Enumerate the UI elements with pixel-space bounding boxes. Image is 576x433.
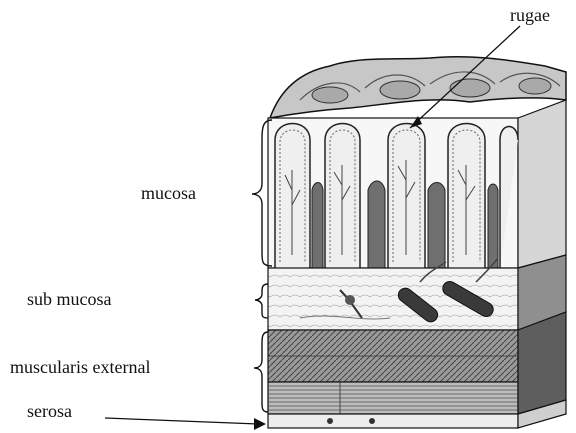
serosa-label: serosa bbox=[27, 402, 72, 420]
submucosa-label: sub mucosa bbox=[27, 290, 112, 308]
serosa-arrow-line bbox=[105, 418, 258, 424]
mucosa-top-surface bbox=[270, 57, 566, 118]
rugae-label: rugae bbox=[510, 6, 550, 24]
muscularis-external-label: muscularis external bbox=[10, 358, 150, 376]
mucosa-label: mucosa bbox=[141, 184, 196, 202]
submucosa-brace bbox=[255, 284, 268, 318]
serosa-arrowhead bbox=[254, 418, 266, 430]
muscularis-brace bbox=[254, 332, 268, 412]
